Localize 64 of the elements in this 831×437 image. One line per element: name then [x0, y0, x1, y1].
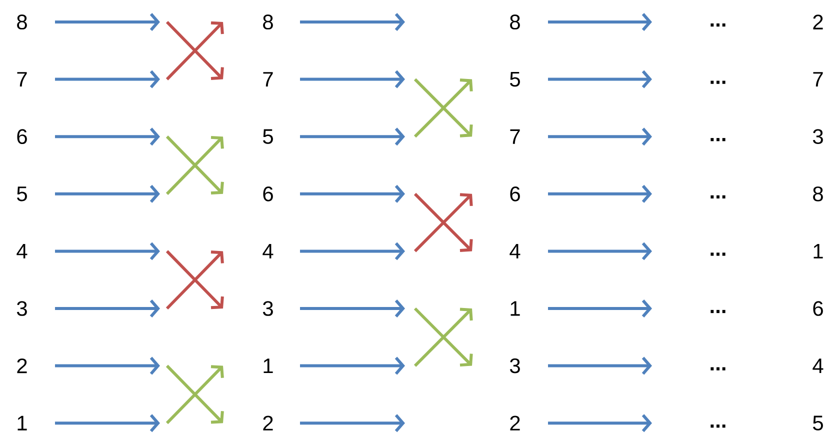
number: 6	[813, 301, 823, 316]
number: 8	[263, 14, 273, 30]
arrow	[55, 184, 160, 203]
number: 2	[263, 416, 273, 430]
number: 1	[18, 416, 27, 430]
number: 7	[17, 72, 27, 87]
arrow	[300, 184, 405, 203]
number: 4	[16, 244, 28, 258]
arrow	[548, 300, 652, 318]
arrow	[548, 242, 652, 260]
number: 1	[510, 301, 520, 316]
arrow	[300, 414, 405, 432]
arrow	[55, 242, 160, 260]
number: 2	[510, 416, 520, 430]
number: 7	[813, 72, 823, 87]
number: 5	[510, 72, 520, 87]
number: 3	[510, 358, 520, 374]
arrow	[300, 300, 405, 318]
ellipsis: ...	[710, 252, 726, 256]
arrow	[55, 414, 160, 432]
arrow	[55, 70, 160, 88]
ellipsis: ...	[710, 80, 726, 84]
number: 7	[263, 72, 273, 87]
number: 8	[510, 14, 520, 30]
number: 2	[813, 14, 823, 30]
number: 8	[17, 14, 27, 30]
number: 8	[813, 186, 823, 202]
number: 3	[262, 301, 273, 316]
arrow	[300, 242, 405, 260]
number: 6	[263, 186, 273, 202]
arrow	[548, 128, 652, 146]
arrow	[55, 13, 160, 31]
number: 2	[17, 358, 27, 374]
arrow	[548, 356, 652, 375]
arrow	[300, 13, 405, 31]
number: 5	[813, 416, 823, 430]
arrow	[300, 128, 405, 146]
arrow	[55, 128, 160, 146]
number: 3	[16, 301, 27, 316]
number: 3	[812, 129, 823, 144]
arrow	[548, 13, 652, 31]
ellipsis: ...	[710, 424, 726, 428]
arrow	[548, 70, 652, 88]
number: 7	[510, 129, 520, 144]
ellipsis: ...	[710, 310, 726, 314]
ellipsis: ...	[710, 367, 726, 370]
number: 6	[17, 129, 27, 144]
arrow	[55, 300, 160, 318]
arrow	[55, 356, 160, 375]
arrow	[300, 70, 405, 88]
ellipsis: ...	[710, 195, 726, 198]
number: 4	[510, 244, 520, 258]
number: 1	[264, 358, 273, 374]
ellipsis: ...	[710, 138, 726, 142]
number: 6	[510, 186, 520, 202]
arrow	[548, 414, 652, 432]
number: 4	[262, 244, 274, 258]
number: 1	[814, 244, 823, 258]
arrow	[548, 184, 652, 203]
number: 5	[263, 129, 273, 144]
ellipsis: ...	[710, 23, 726, 27]
number: 4	[812, 358, 824, 374]
number: 5	[17, 186, 27, 202]
arrow	[300, 356, 405, 375]
